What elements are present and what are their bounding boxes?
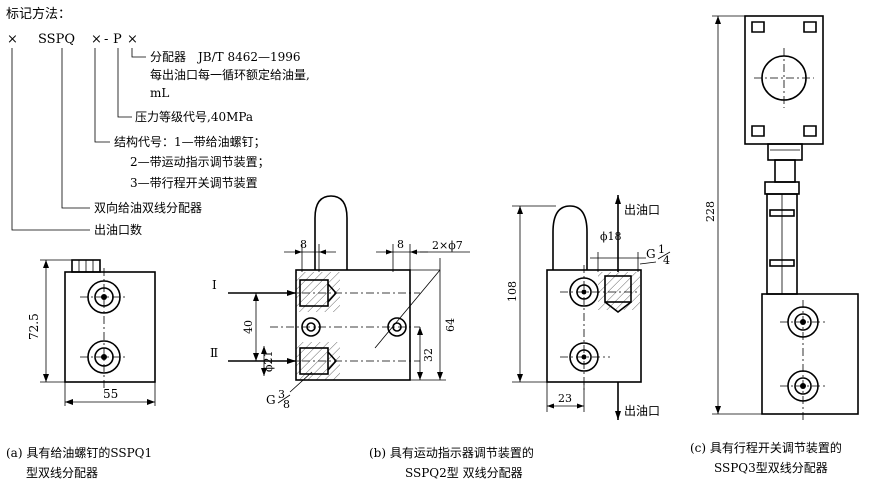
figure-b-side: 出油口 出油口 ϕ18 G 1 4 108 23 <box>506 195 671 420</box>
figure-b-section: Ⅰ Ⅱ 8 8 2×ϕ7 40 64 32 <box>210 195 534 480</box>
dim-a-width: 55 <box>103 387 118 401</box>
leader-4 <box>61 48 90 209</box>
leader-1 <box>131 48 146 58</box>
marking-line3b: 2—带运动指示调节装置； <box>130 154 270 169</box>
caption-b-1: (b) 具有运动指示器调节装置的 <box>369 445 534 460</box>
caption-c-1: (c) 具有行程开关调节装置的 <box>690 440 842 455</box>
marking-line5: 出油口数 <box>94 222 142 237</box>
marking-line3c: 3—带行程开关调节装置 <box>130 175 258 190</box>
code-p: P <box>113 32 122 47</box>
dim-b-64: 64 <box>444 318 457 332</box>
marking-title: 标记方法： <box>6 6 71 22</box>
dim-108: 108 <box>506 281 519 302</box>
marking-line1c: mL <box>150 86 169 100</box>
marking-line1b: 每出油口每一循环额定给油量, <box>150 67 310 82</box>
thread-side-den: 4 <box>663 254 670 267</box>
code-x1: × <box>7 32 18 47</box>
switch-cover <box>761 55 807 101</box>
thread-b-num: 3 <box>278 388 285 401</box>
caption-a-2: 型双线分配器 <box>26 466 98 480</box>
leader-2 <box>117 48 132 118</box>
dim-b-holes: 2×ϕ7 <box>432 239 463 252</box>
label-II: Ⅱ <box>210 346 218 360</box>
outlet-top: 出油口 <box>624 203 660 217</box>
code-x3: × <box>127 32 138 47</box>
caption-c-2: SSPQ3型双线分配器 <box>714 461 828 475</box>
marking-line1a: 分配器 JB/T 8462—1996 <box>150 50 301 64</box>
code-sspq: SSPQ <box>38 32 75 47</box>
body-c <box>761 293 859 415</box>
caption-b-2: SSPQ2型 双线分配器 <box>405 466 523 480</box>
marking-line3a: 结构代号：1—带给油螺钉； <box>114 134 266 149</box>
outlet-bottom: 出油口 <box>624 404 660 418</box>
thread-side-num: 1 <box>658 243 665 256</box>
body-b <box>295 269 411 381</box>
indicator-dome <box>314 195 348 270</box>
thread-b: G <box>266 393 276 407</box>
marking-line4: 双向给油双线分配器 <box>94 200 202 215</box>
thread-side: G <box>646 247 656 261</box>
leader-5 <box>11 48 90 231</box>
stem-nut <box>764 181 800 195</box>
thread-b-den: 8 <box>283 398 290 411</box>
body-a <box>64 271 156 383</box>
dim-b-phi21: ϕ21 <box>262 351 275 373</box>
figure-a: 72.5 55 (a) 具有给油螺钉的SSPQ1 型双线分配器 <box>6 259 156 480</box>
dim-23: 23 <box>558 392 572 405</box>
code-dash: - <box>104 32 108 47</box>
indicator-dome-side <box>552 205 588 270</box>
label-I: Ⅰ <box>212 278 217 292</box>
body-b-side <box>546 269 642 383</box>
dim-phi18: ϕ18 <box>600 230 622 243</box>
dim-b-8a: 8 <box>300 238 307 251</box>
marking-line2: 压力等级代号,40MPa <box>135 110 253 124</box>
caption-a-1: (a) 具有给油螺钉的SSPQ1 <box>6 445 152 460</box>
code-x2: × <box>91 32 102 47</box>
dim-a-height: 72.5 <box>27 313 41 340</box>
dim-b-8b: 8 <box>397 238 404 251</box>
figure-c: 228 (c) 具有行程开关调节装置的 SSPQ3型双线分配器 <box>690 15 859 475</box>
marking-method: 标记方法： × SSPQ × - P × 分配器 JB/T 8462—1996 … <box>6 6 310 237</box>
leader-3 <box>94 48 110 143</box>
dim-228: 228 <box>704 201 717 222</box>
dim-b-40: 40 <box>242 320 255 334</box>
dim-b-32: 32 <box>422 348 435 362</box>
